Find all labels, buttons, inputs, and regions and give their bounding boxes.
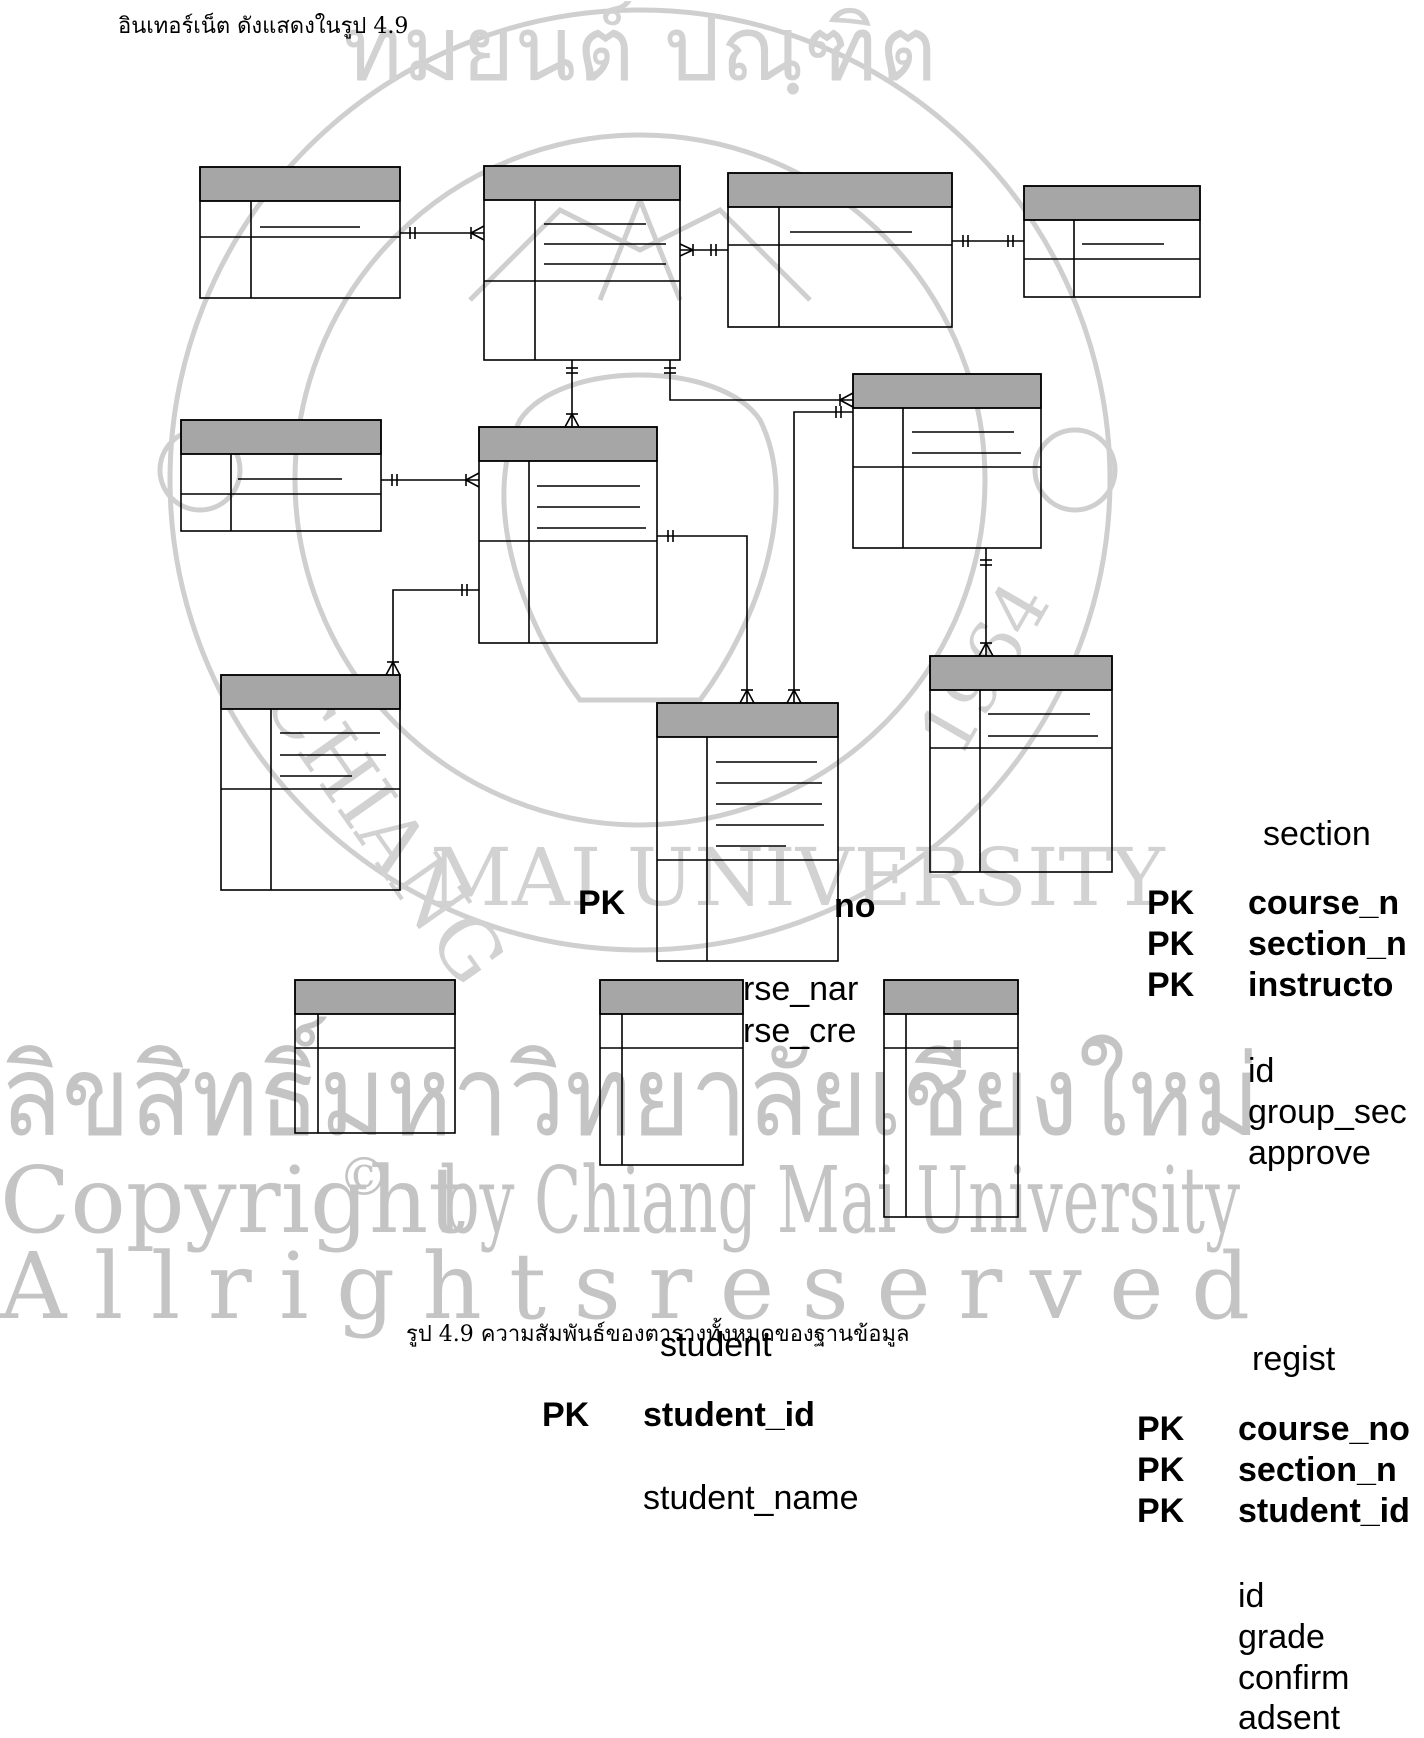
course-pk-label: PK [578,884,625,923]
section-field-group: group_sec [1248,1093,1407,1132]
entity-table-a [200,167,400,298]
course-name-fragment: rse_nar [743,970,858,1009]
entity-table-c [728,173,952,327]
section-pk-label: PK [1147,884,1194,923]
regist-pk-label: PK [1137,1410,1184,1449]
section-field-approve: approve [1248,1134,1371,1173]
entity-table-j [930,656,1112,872]
entity-table-m [884,980,1018,1217]
entity-table-i [657,703,838,961]
regist-pk-label: PK [1137,1451,1184,1490]
regist-field-confirm: confirm [1238,1659,1349,1698]
regist-field-id: id [1238,1577,1264,1616]
entity-table-e [181,420,381,531]
entity-table-b [484,166,680,360]
section-field-id: id [1248,1052,1274,1091]
course-credit-fragment: rse_cre [743,1012,856,1051]
entity-table-k [295,980,455,1133]
regist-pk-student-id: student_id [1238,1492,1410,1531]
regist-pk-course-no: course_no [1238,1410,1410,1449]
regist-field-grade: grade [1238,1618,1325,1657]
entity-table-h [221,675,400,890]
figure-caption: รูป 4.9 ความสัมพันธ์ของตารางทั้งหมดของฐา… [406,1316,909,1351]
entity-table-l [600,980,743,1165]
student-title: student [660,1326,772,1365]
regist-title: regist [1252,1340,1335,1379]
section-pk-label: PK [1147,966,1194,1005]
entity-table-f [479,427,657,643]
section-pk-section-no: section_n [1248,925,1407,964]
regist-pk-label: PK [1137,1492,1184,1531]
student-pk-label: PK [542,1396,589,1435]
section-title: section [1263,815,1371,854]
regist-field-adsent: adsent [1238,1699,1340,1738]
entity-table-d [1024,186,1200,297]
course-no-fragment: no [834,887,876,926]
student-field-name: student_name [643,1479,859,1518]
section-pk-instructor: instructo [1248,966,1393,1005]
student-pk-id: student_id [643,1396,815,1435]
regist-pk-section-no: section_n [1238,1451,1397,1490]
relationship-lines [381,226,1024,703]
entity-table-g [853,374,1041,548]
section-pk-course-no: course_n [1248,884,1399,923]
section-pk-label: PK [1147,925,1194,964]
